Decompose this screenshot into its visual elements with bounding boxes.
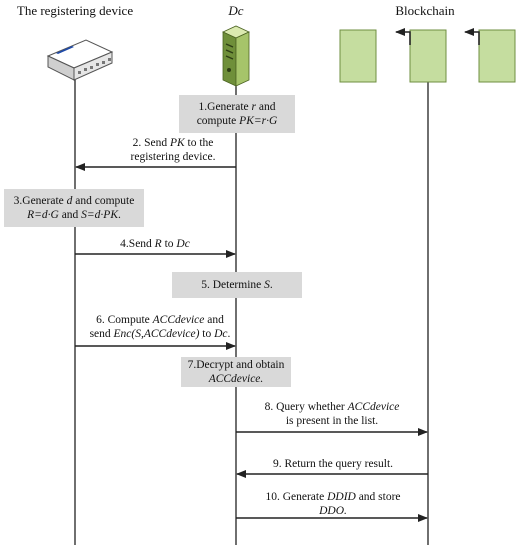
step-7-box: 7.Decrypt and obtain ACCdevice. (181, 357, 291, 387)
step-6-label: 6. Compute ACCdevice and send Enc(S,ACCd… (89, 314, 231, 340)
actor-device-title: The registering device (16, 3, 134, 18)
step-8-label: 8. Query whether ACCdevice is present in… (264, 401, 400, 427)
chain-link-arrow-1 (395, 28, 411, 45)
step-4-label: 4.Send R to Dc (120, 238, 190, 250)
step-10-label: 10. Generate DDID and store DDO. (265, 491, 401, 517)
step-5-box: 5. Determine S. (172, 272, 302, 298)
step-9-label: 9. Return the query result. (272, 458, 394, 470)
step-1-box: 1.Generate r and compute PK=r·G (179, 95, 295, 133)
actor-blockchain-title: Blockchain (395, 3, 455, 18)
chain-link-arrow-2 (464, 28, 480, 45)
chain-block-left (339, 29, 377, 83)
actor-dc-title: Dc (228, 3, 244, 18)
network-switch-icon (46, 39, 114, 81)
step-3-box: 3.Generate d and compute R=d·G and S=d·P… (4, 189, 144, 227)
chain-block-right (478, 29, 516, 83)
step-2-label: 2. Send PK to the registering device. (130, 137, 216, 163)
chain-block-center (409, 29, 447, 83)
server-tower-icon (222, 25, 250, 87)
